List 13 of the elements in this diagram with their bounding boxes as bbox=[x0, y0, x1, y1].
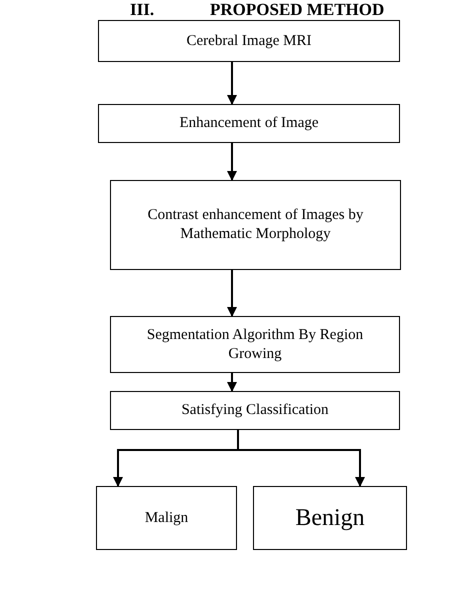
arrow bbox=[227, 143, 237, 181]
arrow bbox=[227, 62, 237, 105]
process-box: Benign bbox=[253, 486, 407, 550]
process-box: Satisfying Classification bbox=[110, 391, 400, 430]
section-number: III. bbox=[130, 0, 154, 20]
process-box: Contrast enhancement of Images by Mathematic Morphology bbox=[110, 180, 401, 270]
arrow bbox=[227, 270, 237, 317]
process-box: Enhancement of Image bbox=[98, 104, 400, 143]
process-box: Cerebral Image MRI bbox=[98, 20, 400, 62]
title: PROPOSED METHOD bbox=[210, 0, 384, 20]
process-box: Malign bbox=[96, 486, 237, 550]
process-box: Segmentation Algorithm By Region Growing bbox=[110, 316, 400, 373]
arrow bbox=[227, 373, 237, 392]
